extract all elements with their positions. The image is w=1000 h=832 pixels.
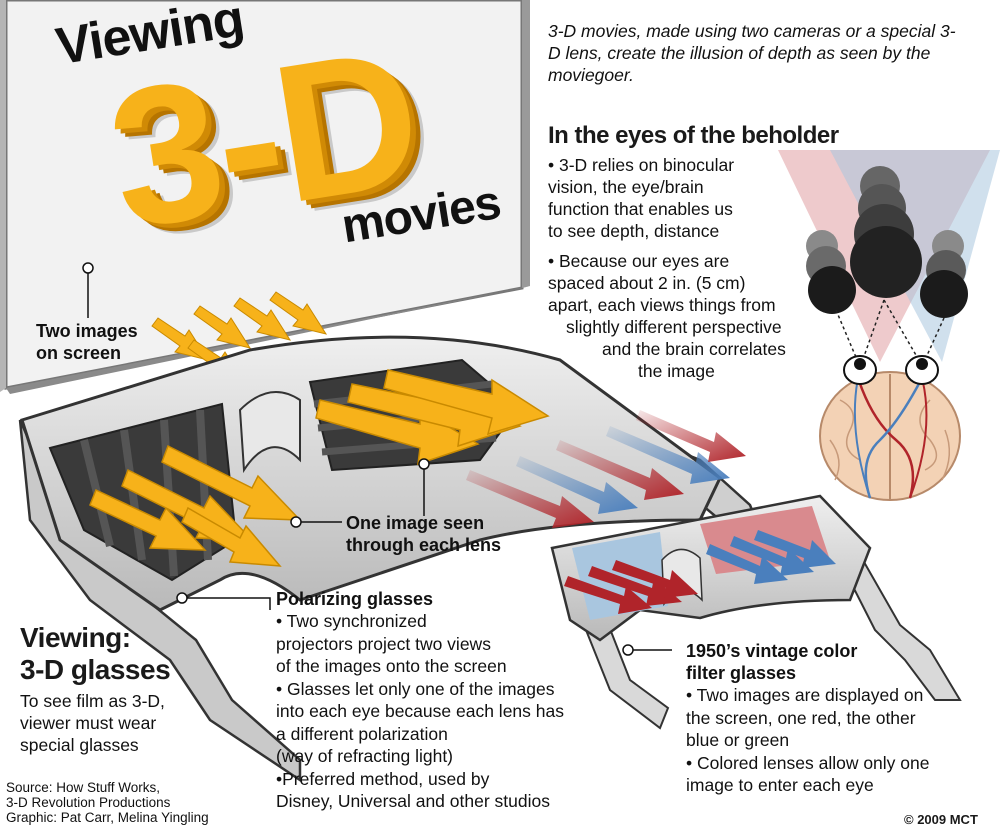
copyright: © 2009 MCT xyxy=(904,812,978,827)
polarizing-line: (way of refracting light) xyxy=(276,746,454,766)
vintage-arrows xyxy=(564,530,836,614)
two-images-label-line: on screen xyxy=(36,343,122,363)
glasses-section-text: To see film as 3-D, viewer must wear spe… xyxy=(20,690,260,756)
vintage-title: 1950’s vintage color filter glasses xyxy=(686,640,986,684)
polarizing-line: • Two synchronized xyxy=(276,611,427,631)
eyes-bullet-2-line: • Because our eyes are xyxy=(548,251,730,271)
eyes-bullet-1-line: vision, the eye/brain xyxy=(548,177,704,197)
glasses-title-line: Viewing: xyxy=(20,622,131,653)
eyes-bullet-2-line: slightly different perspective xyxy=(566,317,782,337)
polarizing-line: Disney, Universal and other studios xyxy=(276,791,550,811)
polarizing-line: •Preferred method, used by xyxy=(276,768,490,789)
eyes-bullet-2-line: spaced about 2 in. (5 cm) xyxy=(548,273,746,293)
color-arrows xyxy=(466,410,746,528)
glasses-title-line: 3-D glasses xyxy=(20,654,171,685)
eyes-bullet-1-line: function that enables us xyxy=(548,199,733,219)
one-image-label-line: through each lens xyxy=(346,535,502,555)
eyes-bullet-2-line: the image xyxy=(638,361,715,381)
eyes-section-title: In the eyes of the beholder xyxy=(548,122,839,149)
intro-text: 3-D movies, made using two cameras or a … xyxy=(548,21,956,85)
glasses-line: To see film as 3-D, xyxy=(20,691,165,711)
eyes-bullet-2: • Because our eyes are spaced about 2 in… xyxy=(510,250,810,382)
vintage-line: image to enter each eye xyxy=(686,775,874,795)
vintage-text: • Two images are displayed on the screen… xyxy=(686,684,986,797)
one-image-label-line: One image seen xyxy=(346,513,485,533)
vintage-title-line: filter glasses xyxy=(686,663,797,683)
eyes-bullet-2-line: apart, each views things from xyxy=(548,295,776,315)
two-images-label: Two images on screen xyxy=(36,320,138,364)
polarizing-text: • Two synchronized projectors project tw… xyxy=(276,610,616,813)
polarizing-title: Polarizing glasses xyxy=(276,589,434,609)
polarizing-block: Polarizing glasses • Two synchronized pr… xyxy=(276,588,616,813)
glasses-line: special glasses xyxy=(20,735,139,755)
vintage-line: • Two images are displayed on xyxy=(686,685,924,705)
callouts xyxy=(82,262,672,656)
polarizing-line: • Glasses let only one of the images xyxy=(276,678,555,699)
binocular-diagram xyxy=(778,150,1000,501)
source-line: Graphic: Pat Carr, Melina Yingling xyxy=(6,810,209,825)
vintage-line: the screen, one red, the other xyxy=(686,707,916,728)
eyes-bullet-1-line: • 3-D relies on binocular xyxy=(548,155,735,175)
one-image-label: One image seen through each lens xyxy=(346,512,501,556)
polarizing-line: projectors project two views xyxy=(276,633,491,654)
source-line: Source: How Stuff Works, xyxy=(6,780,161,795)
vintage-line: blue or green xyxy=(686,730,790,750)
two-images-label-line: Two images xyxy=(36,321,138,341)
eyes-bullet-1: • 3-D relies on binocular vision, the ey… xyxy=(548,154,734,242)
source-credit: Source: How Stuff Works, 3-D Revolution … xyxy=(6,780,209,825)
lens-arrows xyxy=(89,369,550,567)
polarizing-line: a different polarization xyxy=(276,723,448,744)
vintage-line: • Colored lenses allow only one xyxy=(686,752,930,773)
glasses-section-title: Viewing: 3-D glasses xyxy=(20,622,260,686)
glasses-section: Viewing: 3-D glasses To see film as 3-D,… xyxy=(20,622,260,756)
vintage-block: 1950’s vintage color filter glasses • Tw… xyxy=(686,640,986,797)
polarizing-line: of the images onto the screen xyxy=(276,656,507,676)
glasses-line: viewer must wear xyxy=(20,713,157,733)
movie-screen xyxy=(0,0,530,394)
source-line: 3-D Revolution Productions xyxy=(6,795,171,810)
eyes-bullet-1-line: to see depth, distance xyxy=(548,221,720,241)
vintage-title-line: 1950’s vintage color xyxy=(686,641,858,661)
polarizing-line: into each eye because each lens has xyxy=(276,701,564,721)
eyes-bullet-2-line: and the brain correlates xyxy=(602,339,786,359)
